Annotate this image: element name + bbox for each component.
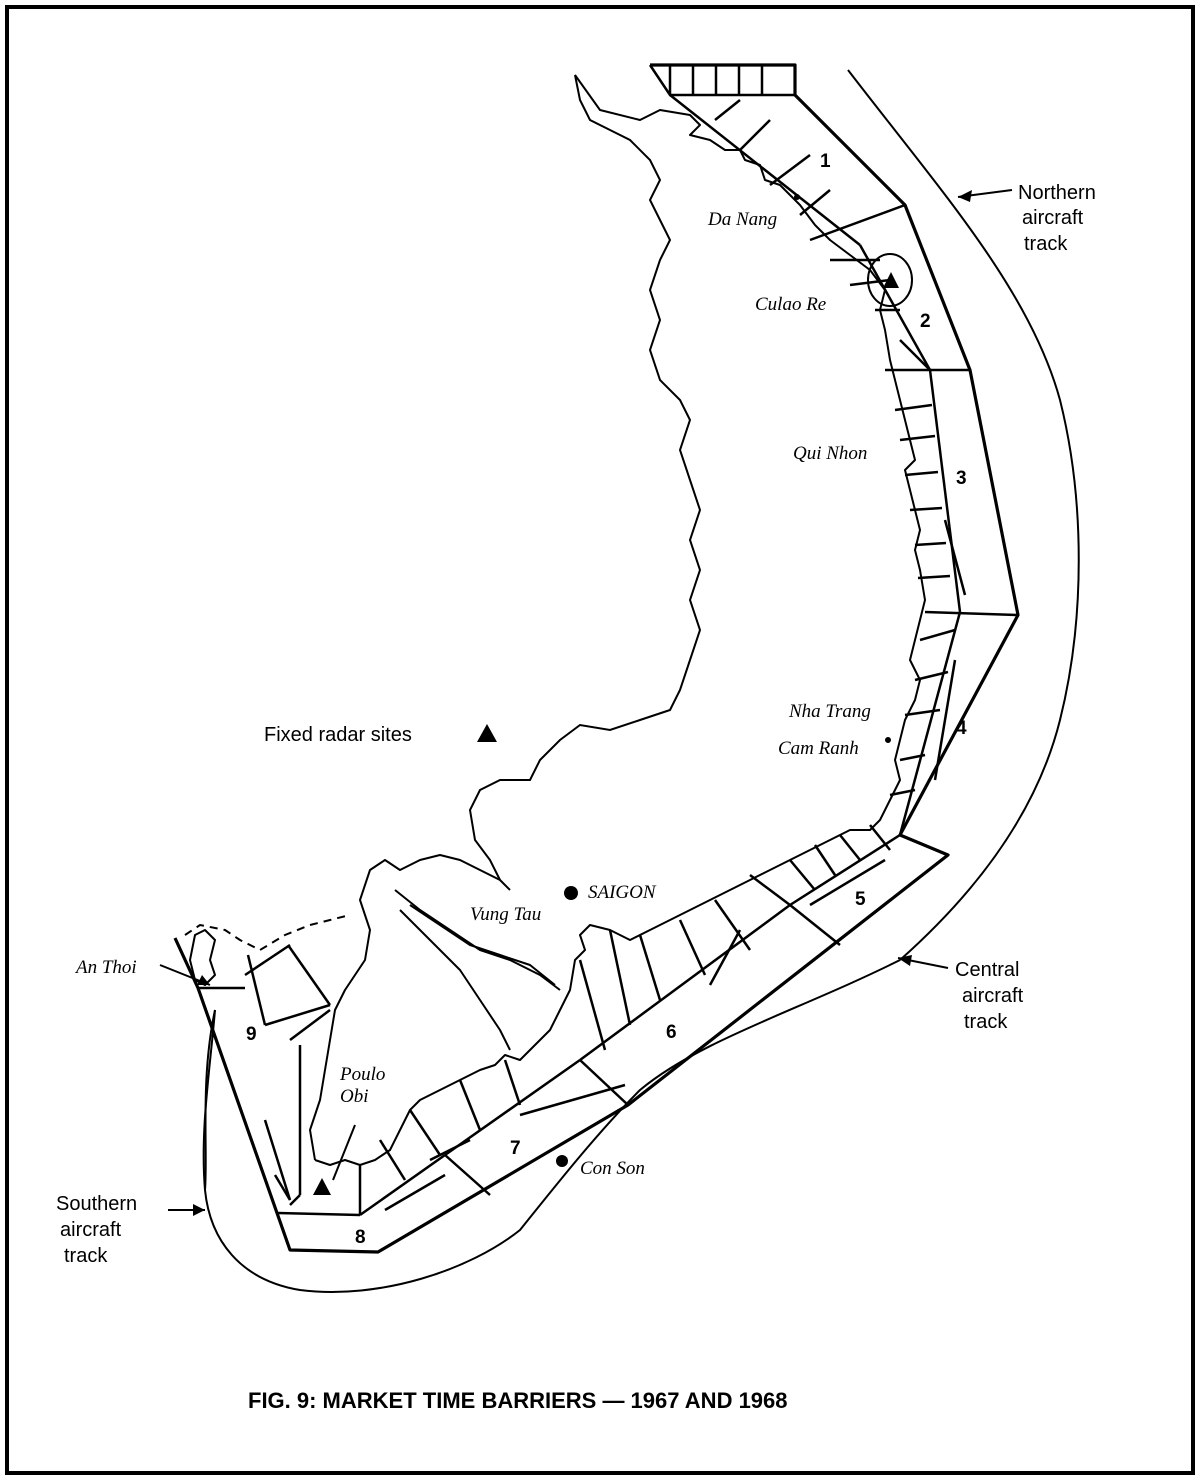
western-border [468,74,702,881]
pointer-arrowheads [193,190,972,1216]
zone-8-grid [273,1153,446,1217]
label-cam-ranh: Cam Ranh [778,738,859,759]
phu-quoc-island [189,929,216,986]
zone-7-grid [378,1058,626,1212]
barrier-number-9: 9 [246,1024,257,1045]
mekong-river [394,889,561,991]
cam-ranh-dot [885,737,891,743]
coastline [314,74,926,1166]
radar-site-poulo-obi [313,1178,331,1195]
southern-track-line2: aircraft [60,1219,122,1241]
label-vung-tau: Vung Tau [470,904,541,925]
zone-1-grid [668,65,906,246]
central-track-line3: track [964,1011,1008,1033]
southern-track-line1: Southern [56,1193,137,1215]
label-an-thoi: An Thoi [74,957,137,978]
northern-track-line3: track [1024,233,1068,255]
radar-site-culao-re [883,272,899,288]
southern-track-line3: track [64,1245,108,1267]
barrier-number-8: 8 [355,1227,366,1248]
western-coastline [309,854,511,1161]
southern-aircraft-track [204,1009,216,1191]
mekong-river-2 [399,909,511,1051]
label-qui-nhon: Qui Nhon [793,443,867,464]
zone-3-grid [894,369,1019,617]
zone-6-grid [578,899,791,1106]
barrier-number-1: 1 [820,151,831,172]
label-con-son: Con Son [580,1158,645,1179]
label-poulo: Poulo [339,1064,385,1085]
label-obi: Obi [340,1086,369,1107]
zone-4-grid [889,611,962,836]
cambodia-dashed-border [184,914,351,952]
figure-frame [5,5,1195,1475]
label-da-nang: Da Nang [707,209,777,230]
culao-re-radar-circle [867,253,913,307]
label-culao-re: Culao Re [755,294,826,315]
northern-track-line1: Northern [1018,182,1096,204]
zone-9-grid [198,943,332,1206]
saigon-dot [564,886,578,900]
barrier-inner-boundary [648,64,795,97]
barrier-number-7: 7 [510,1138,521,1159]
con-son-island [556,1155,568,1167]
zone-5-grid [749,824,901,946]
barrier-number-6: 6 [666,1022,677,1043]
legend-fixed-radar-label: Fixed radar sites [264,724,412,746]
northern-track-line2: aircraft [1022,207,1084,229]
barrier-number-3: 3 [956,468,967,489]
da-nang-dot [794,194,800,200]
label-saigon: SAIGON [588,882,657,903]
barrier-number-2: 2 [920,311,931,332]
central-track-line1: Central [955,959,1019,981]
zone-2-grid [830,244,970,372]
central-track-line2: aircraft [962,985,1024,1007]
mekong-river-3 [409,904,556,986]
northern-aircraft-track [847,69,1080,961]
legend-radar-triangle [477,724,497,742]
figure-title: FIG. 9: MARKET TIME BARRIERS — 1967 AND … [248,1388,788,1413]
central-aircraft-track [202,959,901,1293]
barrier-number-5: 5 [855,889,866,910]
barrier-number-4: 4 [956,718,967,739]
label-nha-trang: Nha Trang [788,701,871,722]
